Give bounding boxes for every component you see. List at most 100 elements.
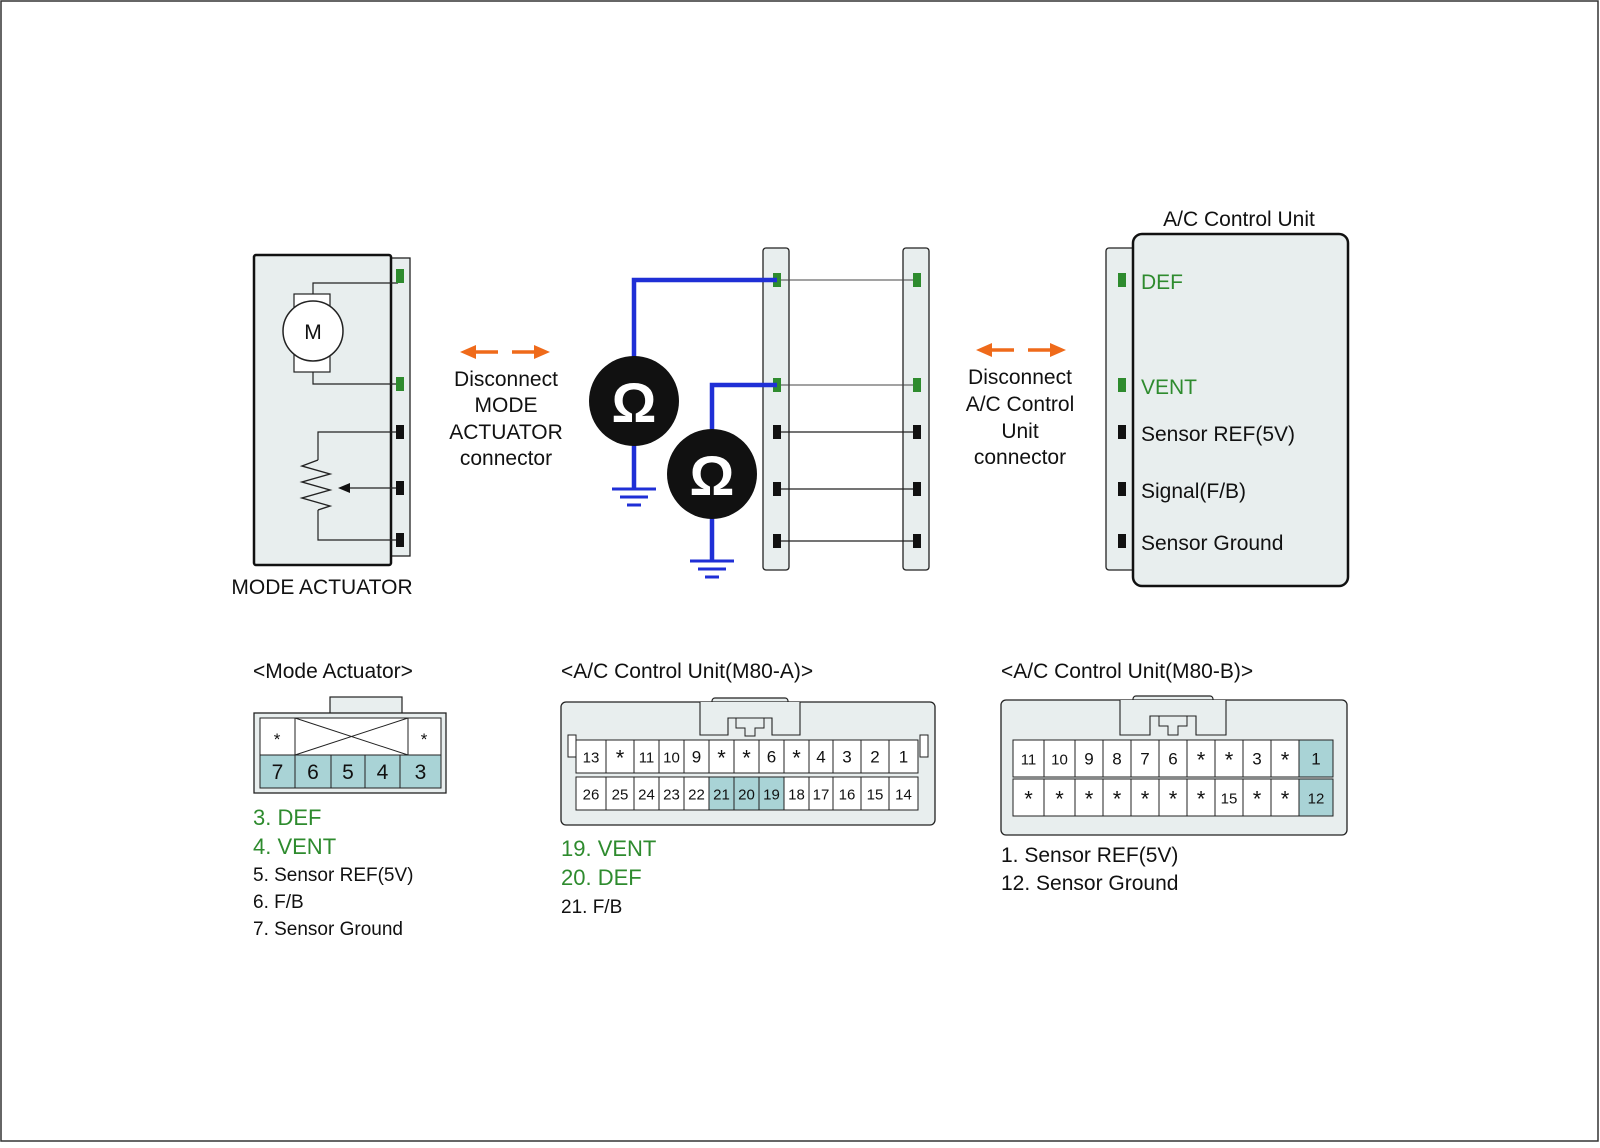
m80a-bottom-pin-label: 24 — [638, 787, 655, 804]
m80a-side-tab-left — [567, 734, 577, 758]
motor-wire-top — [312, 282, 398, 294]
m80a-top-cell — [832, 739, 862, 774]
m80b-bottom-pin-label: 12 — [1308, 791, 1325, 808]
mode-pin-bottom: 4 — [377, 761, 389, 784]
m80a-bottom-cell — [605, 776, 635, 811]
mode-cell-top-1 — [259, 717, 296, 756]
m80a-top-cell — [888, 739, 919, 774]
m80b-legend: 1. Sensor REF(5V) 12. Sensor Ground — [1001, 844, 1178, 895]
m80b-top-cell — [1186, 739, 1216, 778]
m80a-side-tab-right — [919, 734, 929, 758]
m80a-bottom-cell — [733, 776, 760, 811]
harness-pin-l-ref — [773, 425, 781, 439]
actuator-pin-def — [396, 269, 404, 283]
mode-connector-title: <Mode Actuator> — [253, 660, 413, 683]
m80b-bottom-cell — [1298, 778, 1334, 817]
disconnect-right-line-3: Unit — [1001, 420, 1039, 443]
harness — [762, 247, 930, 571]
m80a-top-cell — [633, 739, 660, 774]
m80b-top-pin-label: 9 — [1084, 750, 1093, 769]
ac-label-ground: Sensor Ground — [1141, 532, 1283, 555]
mode-legend-3: 5. Sensor REF(5V) — [253, 865, 414, 886]
m80a-top-cell — [605, 739, 635, 774]
pot-wiper-arrow-icon — [338, 483, 350, 493]
m80b-top-pin-label: 1 — [1311, 750, 1320, 769]
actuator-pin-ref — [396, 425, 404, 439]
actuator-connector-strip — [389, 257, 411, 557]
harness-pin-r-ref — [913, 425, 921, 439]
m80b-top-cell — [1298, 739, 1334, 778]
disconnect-left: Disconnect MODE ACTUATOR connector — [449, 345, 563, 470]
m80a-bottom-pin-label: 21 — [713, 787, 730, 804]
motor-label: M — [304, 321, 322, 344]
m80b-top-pin-label: * — [1225, 748, 1234, 773]
ohmmeter-def-body — [589, 356, 679, 446]
m80a-top-cell — [658, 739, 685, 774]
m80b-bottom-cell — [1074, 778, 1104, 817]
pot-wire-top — [317, 431, 398, 460]
m80a-bottom-pin-label: 22 — [688, 787, 705, 804]
m80b-top-cell — [1074, 739, 1104, 778]
mode-cell-top-2 — [407, 717, 442, 756]
harness-connector-right — [902, 247, 930, 571]
arrow-left-icon — [976, 343, 992, 357]
m80b-top-pin-label: * — [1281, 748, 1290, 773]
m80a-bottom-pin-label: 17 — [813, 787, 830, 804]
m80a-top-pin-label: 4 — [816, 748, 825, 767]
m80a-bottom-pin-label: 15 — [867, 787, 884, 804]
ac-label-def: DEF — [1141, 271, 1183, 294]
m80a-top-pin-label: 13 — [583, 750, 600, 767]
m80a-key-notch — [735, 718, 765, 737]
probe-wire-def — [631, 277, 777, 362]
disconnect-right: Disconnect A/C Control Unit connector — [966, 343, 1074, 469]
blank-cross-line-2 — [294, 717, 409, 756]
m80a-top-pin-label: * — [616, 746, 625, 771]
m80b-top-cell — [1270, 739, 1300, 778]
disconnect-left-line-2: MODE — [475, 394, 538, 417]
m80b-legend-1: 1. Sensor REF(5V) — [1001, 844, 1178, 867]
m80b-bottom-pin-label: * — [1197, 787, 1206, 812]
ac-label-vent: VENT — [1141, 376, 1197, 399]
arrow-left-icon — [460, 345, 476, 359]
mode-legend-1: 3. DEF — [253, 805, 321, 830]
disconnect-left-line-4: connector — [460, 447, 552, 470]
m80a-legend-3: 21. F/B — [561, 897, 622, 918]
m80b-top-cell — [1214, 739, 1244, 778]
m80b-bottom-pin-label: * — [1113, 787, 1122, 812]
mode-legend: 3. DEF 4. VENT 5. Sensor REF(5V) 6. F/B … — [253, 805, 414, 940]
actuator-pin-fb — [396, 481, 404, 495]
m80a-top-pin-label: 11 — [639, 750, 655, 767]
ohm-icon: Ω — [690, 444, 735, 507]
m80a-bottom-pin-label: 18 — [788, 787, 805, 804]
mode-legend-4: 6. F/B — [253, 892, 304, 913]
ac-unit-title: A/C Control Unit — [1163, 208, 1315, 231]
m80a-top-pin-label: 6 — [767, 748, 776, 767]
m80a-bottom-pin-label: 26 — [583, 787, 600, 804]
m80b-top-pin-label: * — [1197, 748, 1206, 773]
m80a-bottom-cell — [575, 776, 607, 811]
m80a-bottom-cell — [708, 776, 735, 811]
m80a-bottom-pin-label: 16 — [839, 787, 856, 804]
m80b-legend-2: 12. Sensor Ground — [1001, 872, 1178, 895]
actuator-pin-ground — [396, 533, 404, 547]
m80b-top-cell — [1012, 739, 1045, 778]
m80b-bottom-cell — [1130, 778, 1160, 817]
mode-bottom-cell — [294, 754, 332, 789]
potentiometer-icon — [299, 459, 333, 511]
mode-bottom-cell — [399, 754, 442, 789]
m80a-top-cell — [575, 739, 607, 774]
m80a-bottom-pin-label: 25 — [612, 787, 629, 804]
m80a-bottom-cell — [633, 776, 660, 811]
m80b-bottom-pin-label: * — [1281, 787, 1290, 812]
m80b-bottom-pin-label: * — [1169, 787, 1178, 812]
m80b-bottom-pin-label: * — [1085, 787, 1094, 812]
mode-pin-top-1: * — [274, 730, 281, 749]
mode-pin-bottom: 6 — [307, 761, 319, 784]
m80a-bottom-cell — [758, 776, 785, 811]
m80b-bottom-pin-label: 15 — [1221, 791, 1238, 808]
m80b-top-pin-label: 6 — [1168, 750, 1177, 769]
harness-pin-r-def — [913, 273, 921, 287]
